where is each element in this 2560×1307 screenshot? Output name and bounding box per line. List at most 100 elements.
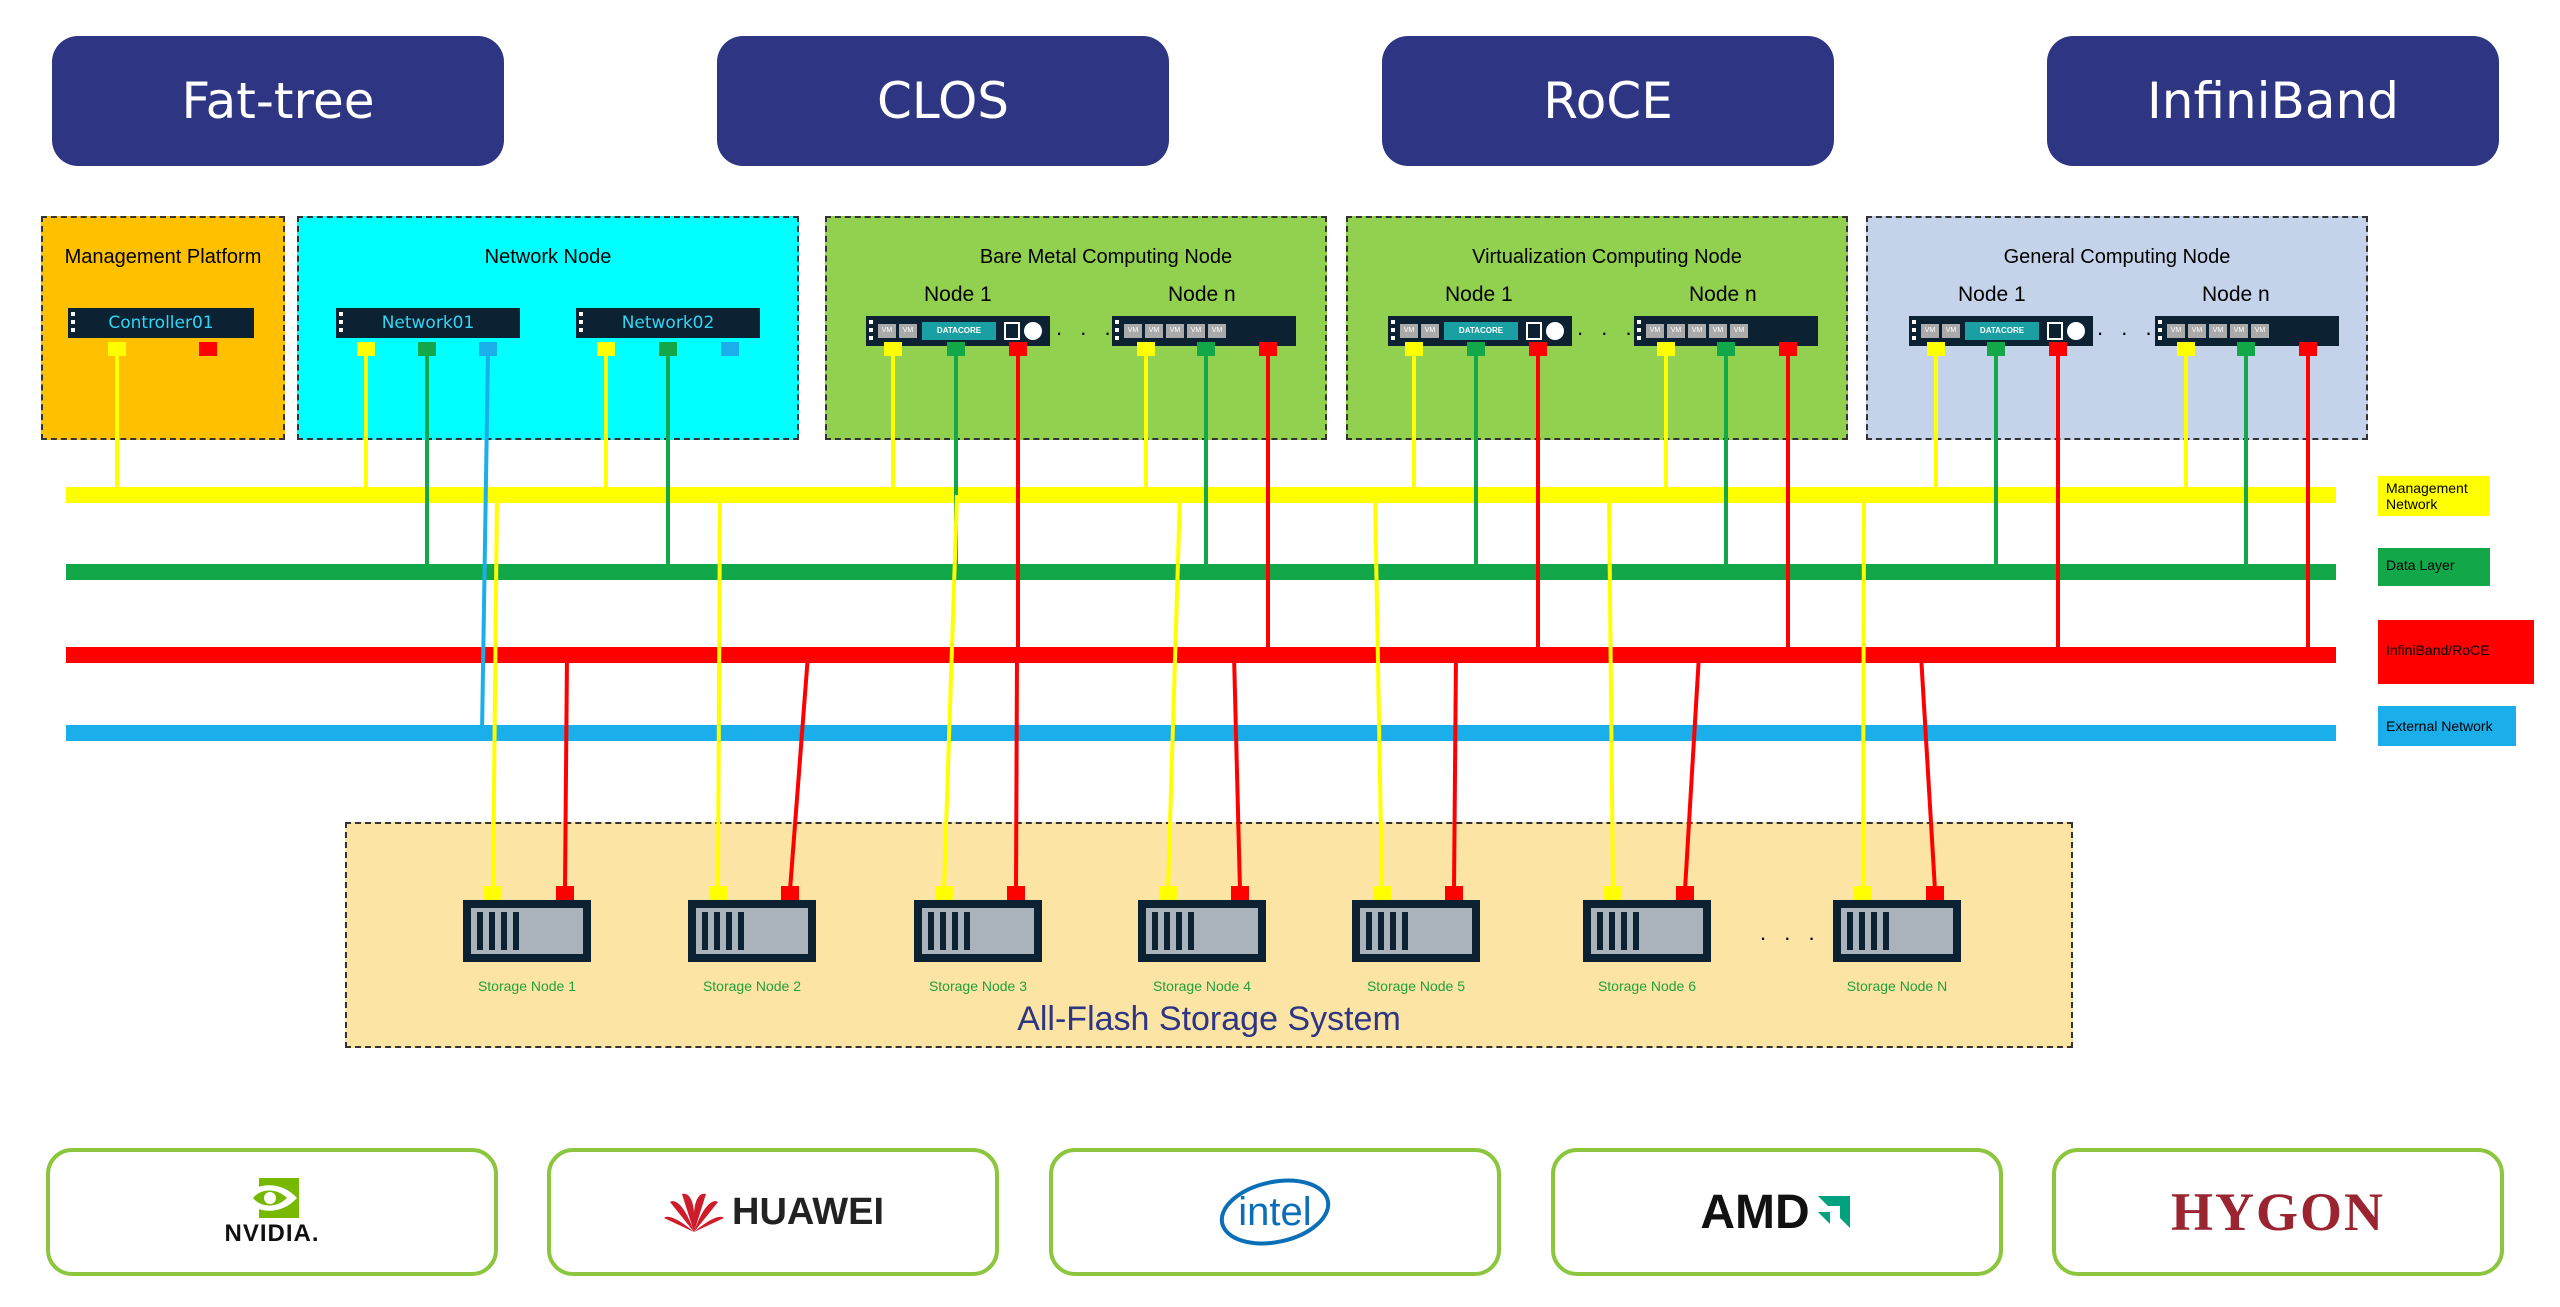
port [1197, 342, 1215, 356]
vendor-name: NVIDIA. [224, 1220, 320, 1247]
region-title: Network Node [484, 246, 612, 268]
port [1854, 886, 1872, 900]
node-label: Node 1 [1445, 283, 1513, 306]
port [1604, 886, 1622, 900]
storage-infiniband-link [1014, 654, 1019, 891]
region-title: General Computing Node [2003, 246, 2231, 268]
port [935, 886, 953, 900]
storage-management-link [491, 494, 499, 891]
data-layer-bus [66, 564, 2336, 580]
legend-label: InfiniBand/RoCE [2386, 642, 2490, 658]
port [1987, 342, 2005, 356]
port [947, 342, 965, 356]
storage-infiniband-link [563, 654, 569, 891]
vendor-huawei: HUAWEI [547, 1148, 999, 1276]
storage-node [463, 900, 591, 962]
node-label: Node n [1168, 283, 1236, 306]
port [721, 342, 739, 356]
drive-bay-icon [2047, 322, 2063, 340]
ellipsis: . . . [2097, 315, 2158, 340]
tech-label: InfiniBand [2147, 72, 2399, 130]
storage-infiniband-link [1232, 654, 1242, 891]
external-link [480, 351, 490, 734]
storage-node-label: Storage Node 3 [928, 978, 1028, 994]
tech-infiniband: InfiniBand [2047, 36, 2499, 166]
port [108, 342, 126, 356]
storage-node-label: Storage Node N [1846, 978, 1948, 994]
legend-data-layer: Data Layer [2378, 548, 2490, 586]
vm-slot: VM [2167, 324, 2185, 338]
legend-infiniband-roce: InfiniBand/RoCE [2378, 620, 2534, 684]
vm-slot: VM [2209, 324, 2227, 338]
port [1231, 886, 1249, 900]
vendor-name: intel [1238, 1189, 1312, 1234]
vm-slot: VM [1709, 324, 1727, 338]
port [1445, 886, 1463, 900]
device-label: Network02 [621, 313, 715, 333]
port [1467, 342, 1485, 356]
port [1009, 342, 1027, 356]
tech-clos: CLOS [717, 36, 1169, 166]
ellipsis: . . . [1577, 315, 1638, 340]
vendor-intel: intel [1049, 1148, 1501, 1276]
node-label: Node 1 [1958, 283, 2026, 306]
legend-label: Management Network [2386, 480, 2468, 512]
port [1779, 342, 1797, 356]
storage-node [688, 900, 816, 962]
port [597, 342, 615, 356]
storage-node-label: Storage Node 1 [477, 978, 577, 994]
port [709, 886, 727, 900]
legend-swatch [2378, 548, 2490, 586]
intel-swoosh-icon [1219, 1178, 1331, 1246]
port [357, 342, 375, 356]
storage-management-link [1373, 494, 1384, 891]
port [2237, 342, 2255, 356]
legend-swatch [2378, 620, 2534, 684]
storage-node-label: Storage Node 6 [1597, 978, 1697, 994]
nvidia-eye-icon [242, 1178, 299, 1218]
storage-management-link [1166, 494, 1182, 891]
drive-bay-icon [1004, 322, 1020, 340]
port [1137, 342, 1155, 356]
port [884, 342, 902, 356]
external-network-bus [66, 725, 2336, 741]
storage-node [1583, 900, 1711, 962]
port [479, 342, 497, 356]
port [2049, 342, 2067, 356]
node-label: Node n [1689, 283, 1757, 306]
port [1926, 886, 1944, 900]
vm-slot: VM [1730, 324, 1748, 338]
fan-icon [1024, 322, 1042, 340]
vm-slot: VM [899, 324, 917, 338]
vm-slot: VM [878, 324, 896, 338]
huawei-petal-icon [664, 1193, 724, 1232]
datacore-badge: DATACORE [922, 322, 996, 340]
vm-slot: VM [2230, 324, 2248, 338]
vm-slot: VM [1166, 324, 1184, 338]
vendor-hygon: HYGON [2052, 1148, 2504, 1276]
amd-arrow-icon [1817, 1196, 1850, 1228]
vm-slot: VM [2251, 324, 2269, 338]
port [1373, 886, 1391, 900]
tech-label: Fat-tree [181, 72, 375, 130]
datacore-badge: DATACORE [1965, 322, 2039, 340]
storage-node-label: Storage Node 4 [1152, 978, 1252, 994]
node-label: Node 1 [924, 283, 992, 306]
vm-slot: VM [1208, 324, 1226, 338]
port [1529, 342, 1547, 356]
legend-management: Management Network [2378, 476, 2490, 516]
vm-slot: VM [1646, 324, 1664, 338]
legend-label: Data Layer [2386, 557, 2455, 573]
region-title: Virtualization Computing Node [1472, 246, 1742, 268]
storage-node [1833, 900, 1961, 962]
vendor-name: AMD [1700, 1185, 1810, 1239]
port [1676, 886, 1694, 900]
storage-infiniband-link [1452, 654, 1458, 891]
vm-slot: VM [1921, 324, 1939, 338]
port [1405, 342, 1423, 356]
port [659, 342, 677, 356]
storage-node-label: Storage Node 5 [1366, 978, 1466, 994]
